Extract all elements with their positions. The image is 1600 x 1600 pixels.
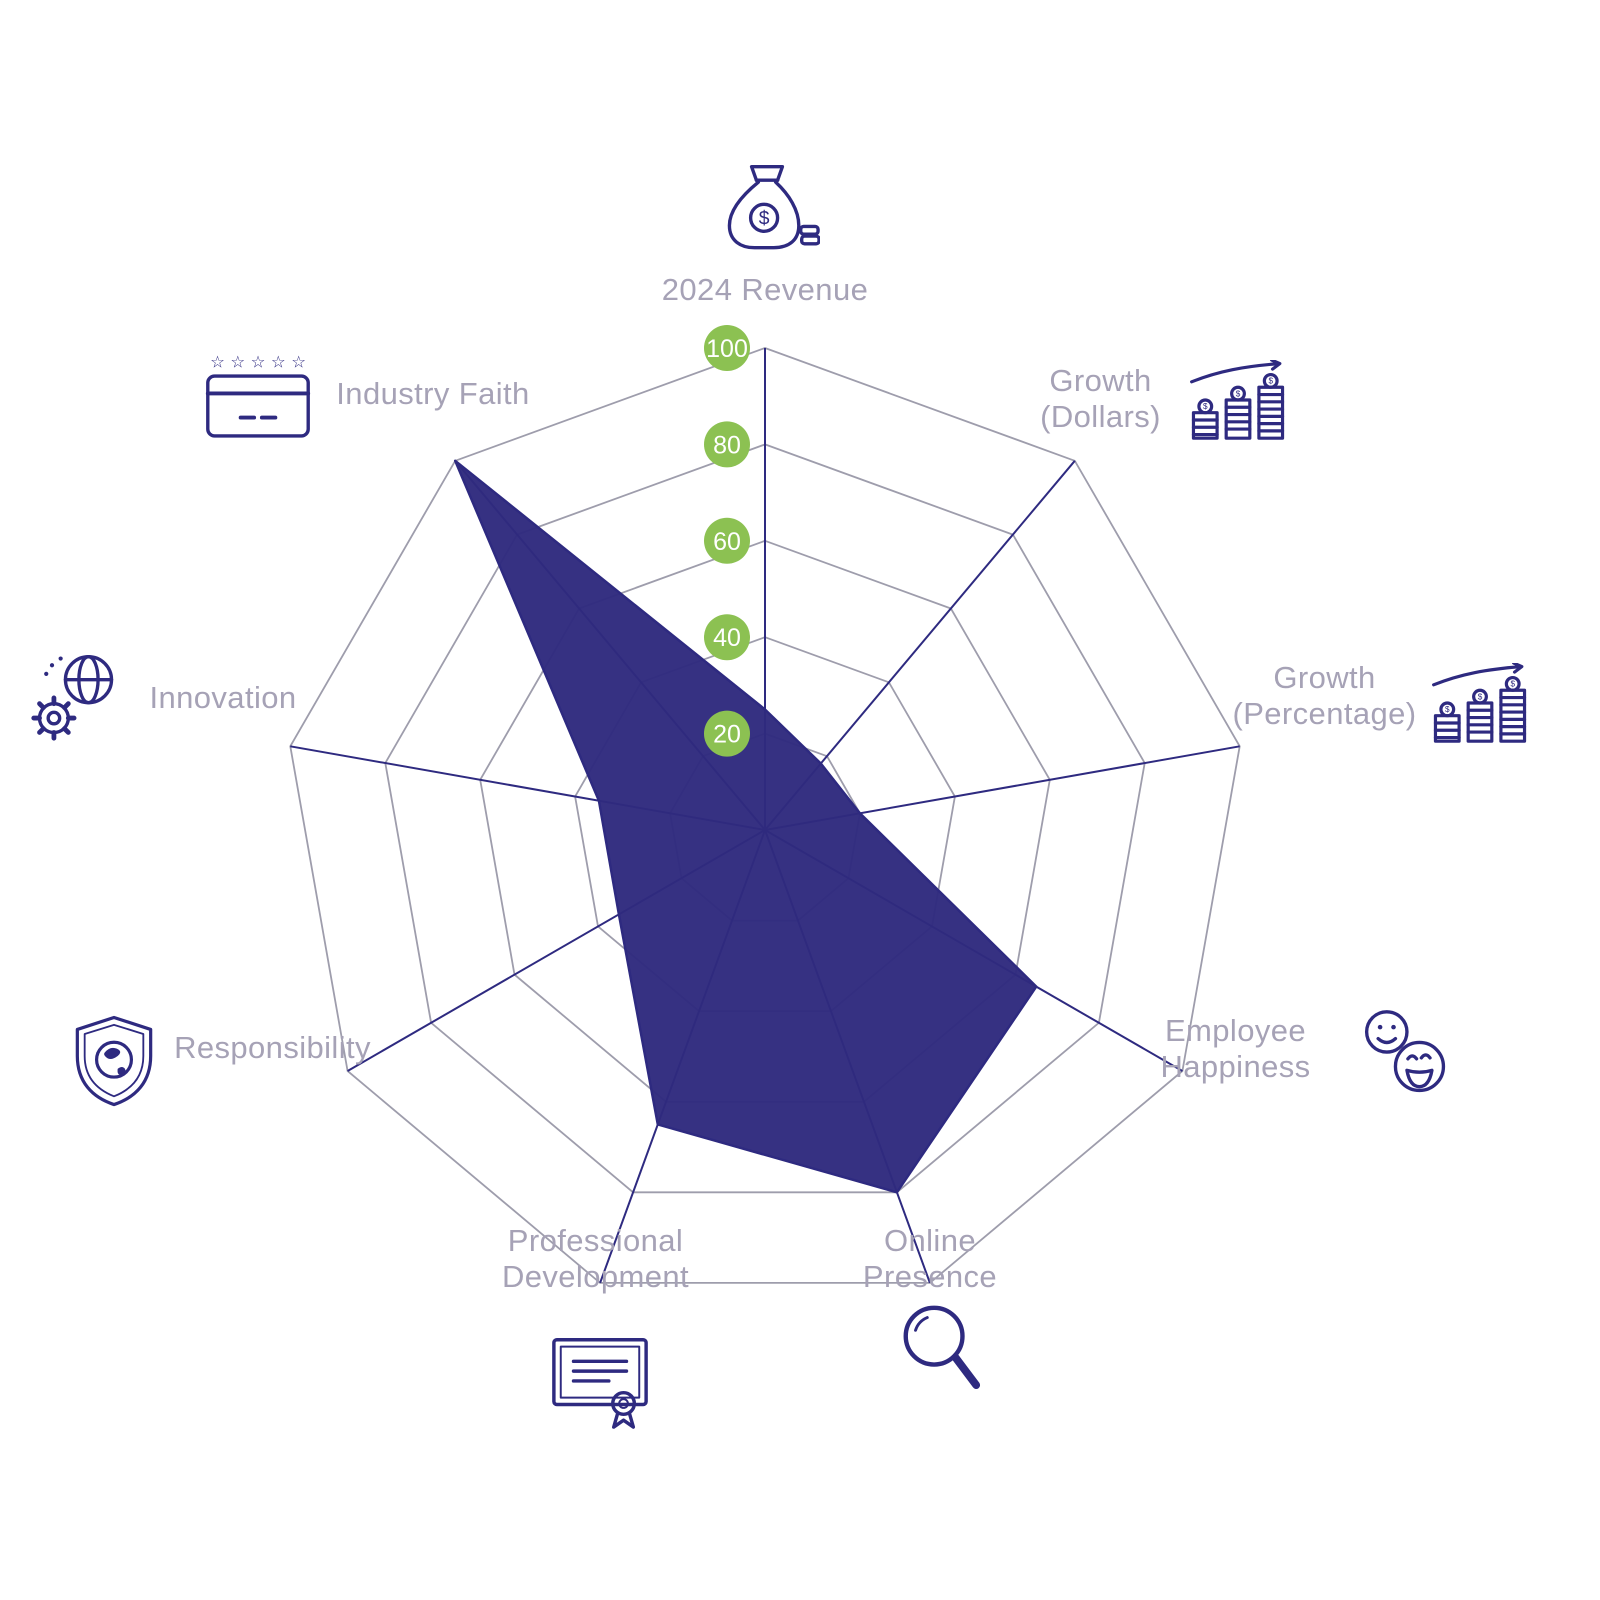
- coin-stacks-growth-icon: $ $ $: [1188, 360, 1288, 444]
- gear-globe-icon: [28, 648, 124, 744]
- svg-text:60: 60: [713, 528, 741, 556]
- svg-text:$: $: [1203, 402, 1208, 411]
- axis-label-professional-development: Professional Development: [501, 1223, 690, 1294]
- svg-text:☆: ☆: [230, 353, 245, 371]
- svg-text:40: 40: [713, 624, 741, 652]
- axis-label-growth-dollars: Growth (Dollars): [1040, 363, 1161, 434]
- svg-text:$: $: [1236, 389, 1241, 398]
- svg-text:☆: ☆: [291, 353, 306, 371]
- svg-text:100: 100: [706, 335, 748, 363]
- axis-label-2024-revenue: 2024 Revenue: [661, 272, 869, 307]
- svg-text:☆: ☆: [210, 353, 225, 371]
- card-stars-icon: ☆ ☆ ☆ ☆ ☆: [202, 350, 314, 443]
- axis-label-responsibility: Responsibility: [174, 1030, 371, 1065]
- svg-text:☆: ☆: [251, 353, 266, 371]
- svg-text:20: 20: [713, 721, 741, 749]
- axis-label-growth-percentage: Growth (Percentage): [1232, 660, 1417, 731]
- shield-globe-icon: [70, 1012, 158, 1109]
- certificate-icon: [548, 1326, 652, 1430]
- smiley-faces-icon: [1358, 1006, 1454, 1098]
- svg-text:☆: ☆: [271, 353, 286, 371]
- svg-text:$: $: [1478, 692, 1483, 701]
- svg-text:$: $: [1510, 680, 1515, 689]
- magnifier-icon: [894, 1298, 984, 1398]
- axis-label-innovation: Innovation: [149, 680, 297, 715]
- svg-text:$: $: [1268, 377, 1273, 386]
- svg-text:$: $: [1445, 705, 1450, 714]
- coin-stacks-growth-icon: $ $ $: [1430, 663, 1530, 747]
- svg-text:80: 80: [713, 431, 741, 459]
- svg-text:$: $: [759, 209, 770, 230]
- money-bag-icon: $: [714, 160, 820, 256]
- axis-label-online-presence: Online Presence: [862, 1223, 998, 1294]
- axis-label-industry-faith: Industry Faith: [336, 376, 530, 411]
- axis-label-employee-happiness: Employee Happiness: [1160, 1013, 1311, 1084]
